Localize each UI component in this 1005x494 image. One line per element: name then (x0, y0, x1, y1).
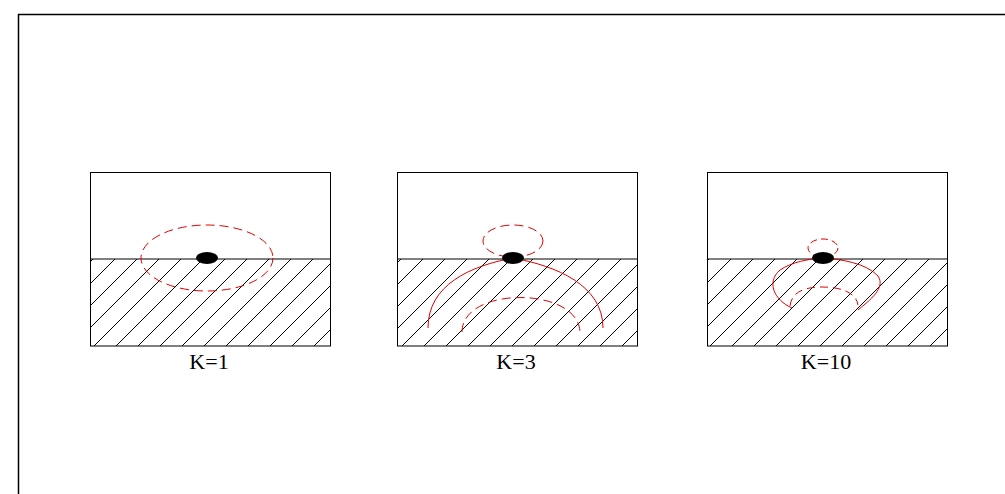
dashed-contour (141, 225, 273, 291)
parameter-label: K=3 (496, 349, 535, 375)
hatched-medium (708, 259, 948, 346)
panel-k3 (398, 173, 638, 347)
source-dot (196, 252, 218, 264)
solid-contour (428, 258, 603, 328)
panel-k10 (708, 173, 948, 347)
outer-frame (19, 15, 1005, 494)
hatched-medium (91, 259, 331, 346)
panel-frame (708, 173, 948, 347)
hatched-medium (398, 259, 638, 346)
dashed-contour (462, 298, 580, 333)
panel-k1 (91, 173, 331, 347)
dashed-contour (790, 287, 858, 306)
source-dot (502, 252, 524, 264)
parameter-label: K=1 (189, 349, 228, 375)
solid-contour (773, 258, 880, 310)
source-dot (812, 252, 834, 264)
panel-frame (91, 173, 331, 347)
parameter-label: K=10 (801, 349, 851, 375)
panel-frame (398, 173, 638, 347)
